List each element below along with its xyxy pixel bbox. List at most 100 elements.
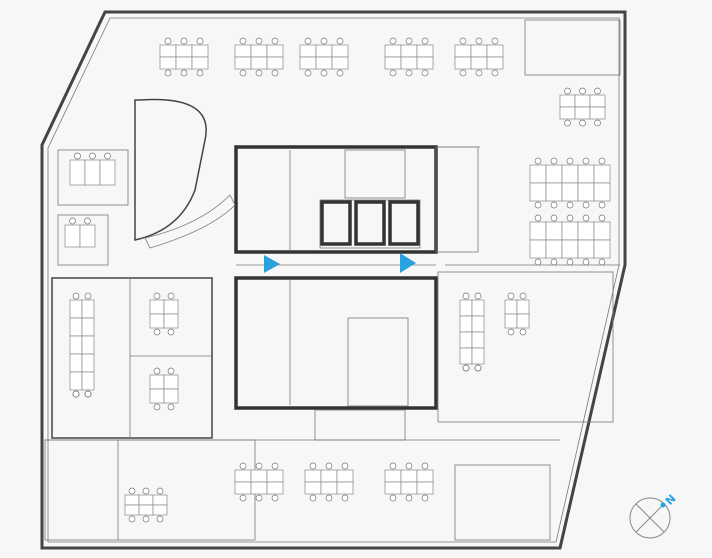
desk (159, 56, 177, 70)
chair (271, 494, 279, 502)
desk (81, 317, 95, 337)
chair (153, 403, 161, 411)
chair (271, 69, 279, 77)
desk (589, 106, 606, 120)
chair (167, 328, 175, 336)
chair (421, 494, 429, 502)
desk (577, 182, 595, 202)
desk (234, 56, 252, 70)
chair (534, 201, 542, 209)
chair (389, 37, 397, 45)
desk (470, 56, 488, 70)
chair (519, 292, 527, 300)
marker-left (264, 255, 280, 273)
chair (491, 69, 499, 77)
desk (138, 504, 154, 516)
chair (320, 69, 328, 77)
desk (561, 164, 579, 184)
desk (384, 469, 402, 483)
chair (84, 292, 92, 300)
chair (239, 37, 247, 45)
chair (405, 69, 413, 77)
desk (593, 182, 611, 202)
chair (405, 494, 413, 502)
chair (566, 201, 574, 209)
chair (309, 494, 317, 502)
chair (421, 37, 429, 45)
chair (341, 462, 349, 470)
chair (475, 69, 483, 77)
chair (304, 37, 312, 45)
chair (196, 37, 204, 45)
chair (598, 157, 606, 165)
chair (180, 37, 188, 45)
chair (309, 462, 317, 470)
chair (534, 157, 542, 165)
desk (81, 353, 95, 373)
desk (299, 56, 317, 70)
chair (153, 292, 161, 300)
desk (593, 221, 611, 241)
desk (336, 469, 354, 483)
chair (255, 494, 263, 502)
desk (416, 481, 434, 495)
desk (250, 469, 268, 483)
chair (304, 69, 312, 77)
desk (593, 239, 611, 259)
desk (79, 224, 96, 248)
chair (389, 69, 397, 77)
chair (462, 364, 470, 372)
desk (400, 469, 418, 483)
chair (582, 258, 590, 266)
chair (84, 390, 92, 398)
workstations (64, 37, 611, 523)
desk (69, 335, 83, 355)
desk (454, 56, 472, 70)
desk (504, 313, 518, 329)
desk (416, 56, 434, 70)
chair (164, 37, 172, 45)
chair (459, 37, 467, 45)
chair (336, 69, 344, 77)
desk (234, 44, 252, 58)
chair (164, 69, 172, 77)
desk (545, 239, 563, 259)
desk (266, 481, 284, 495)
chair (153, 367, 161, 375)
desk (459, 331, 473, 349)
exterior-walls (40, 10, 627, 550)
chair (69, 217, 76, 225)
desk (545, 182, 563, 202)
chair (598, 258, 606, 266)
desk (175, 44, 193, 58)
desk (471, 347, 485, 365)
desk (266, 56, 284, 70)
desk (250, 56, 268, 70)
chair (180, 69, 188, 77)
desk (250, 481, 268, 495)
desk (384, 44, 402, 58)
chair (389, 494, 397, 502)
chair (271, 462, 279, 470)
desk (516, 313, 530, 329)
desk (454, 44, 472, 58)
chair (550, 201, 558, 209)
desk (234, 469, 252, 483)
chair (462, 292, 470, 300)
chair (167, 403, 175, 411)
chair (156, 515, 164, 523)
chair (534, 258, 542, 266)
desk (191, 56, 209, 70)
desk (266, 469, 284, 483)
desk (64, 224, 81, 248)
desk (529, 182, 547, 202)
chair (519, 328, 527, 336)
chair (156, 487, 164, 495)
desk (99, 159, 116, 186)
chair (405, 462, 413, 470)
desk (331, 56, 349, 70)
chair (72, 390, 80, 398)
chair (325, 494, 333, 502)
desk (152, 504, 168, 516)
